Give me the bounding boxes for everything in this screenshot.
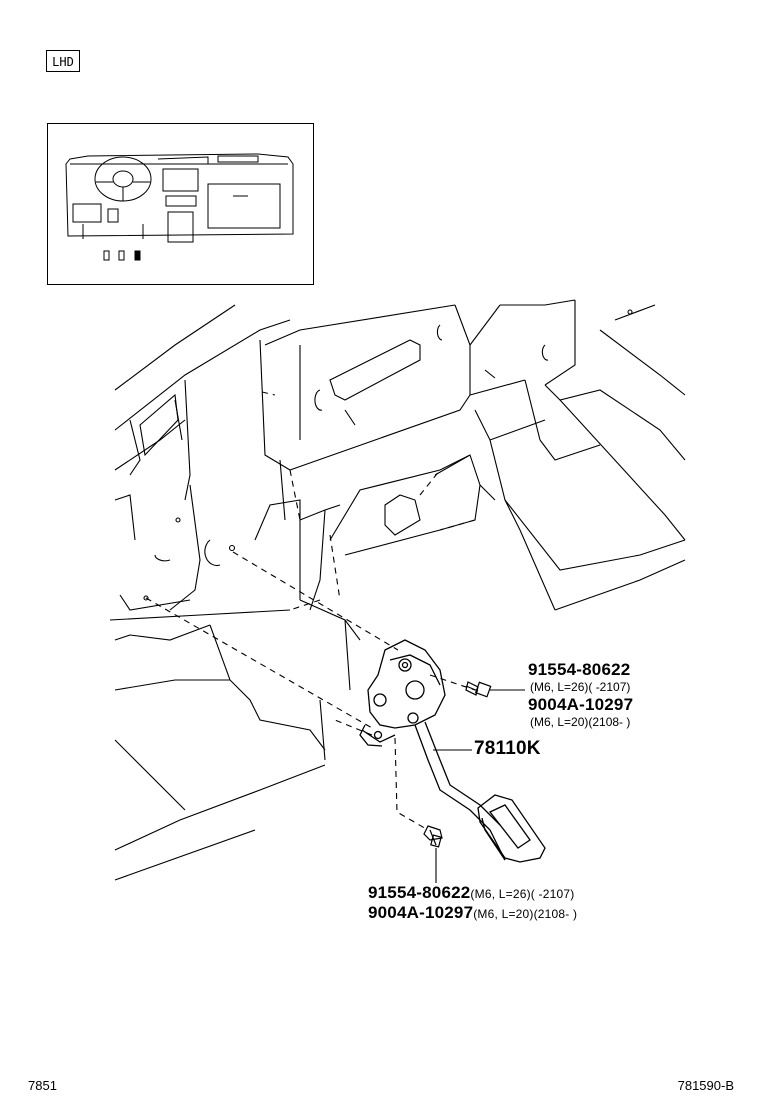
upper-part-spec-1: (M6, L=26)( -2107) <box>530 680 631 694</box>
body-panel-outline <box>109 299 686 881</box>
accelerator-pedal-assembly <box>359 639 546 863</box>
lower-part-number-1: 91554-80622 <box>368 883 471 902</box>
upper-bolt-icon <box>465 681 492 698</box>
upper-part-number-1: 91554-80622 <box>528 660 631 679</box>
leader-dashed-lines <box>145 391 476 831</box>
assembly-part-number: 78110K <box>474 738 541 759</box>
lower-part-row-1: 91554-80622(M6, L=26)( -2107) <box>368 883 574 903</box>
lhd-badge: LHD <box>46 50 80 72</box>
lower-bolt-icon <box>423 825 443 848</box>
lower-part-spec-1: (M6, L=26)( -2107) <box>470 887 575 901</box>
lower-part-spec-2: (M6, L=20)(2108- ) <box>473 907 578 921</box>
upper-part-spec-2: (M6, L=20)(2108- ) <box>530 715 631 729</box>
footer-left-code: 7851 <box>28 1078 57 1093</box>
footer-right-code: 781590-B <box>677 1078 734 1093</box>
upper-part-number-2: 9004A-10297 <box>528 695 634 714</box>
lower-part-row-2: 9004A-10297(M6, L=20)(2108- ) <box>368 903 577 923</box>
lower-part-number-2: 9004A-10297 <box>368 903 474 922</box>
dashboard-locator-inset <box>47 123 314 285</box>
dashboard-illustration <box>65 153 294 261</box>
